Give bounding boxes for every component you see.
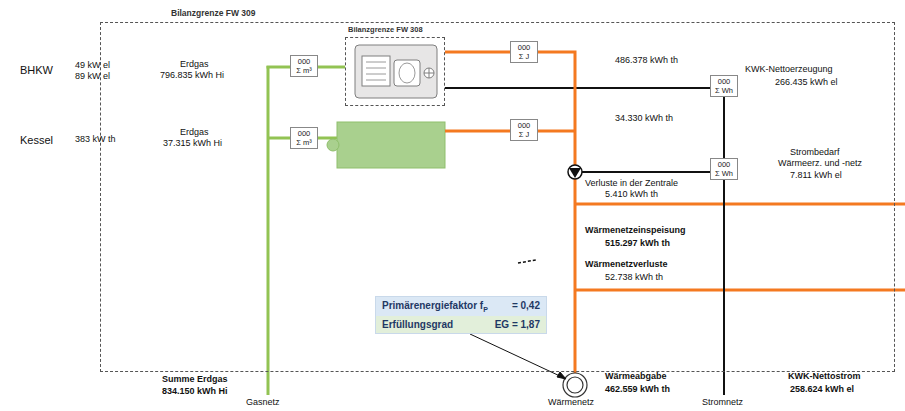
indicator-name: Primärenergiefaktor fP	[382, 300, 488, 313]
flow-label: Kessel	[20, 134, 53, 146]
meter-reading: 000	[294, 57, 314, 66]
meter-unit: Σ J	[514, 130, 534, 139]
flow-label: Erdgas	[180, 60, 209, 70]
leader-arrow	[470, 334, 566, 379]
meter-reading: 000	[514, 43, 534, 52]
flow-label: 258.624 kWh el	[790, 385, 854, 395]
gas-pipe	[267, 66, 291, 69]
boiler-symbol	[337, 122, 445, 168]
chp-unit-symbol	[366, 62, 386, 80]
flow-label: 5.410 kWh th	[605, 190, 658, 200]
flow-label: 89 kW el	[75, 72, 110, 82]
flow-label: 462.559 kWh th	[605, 385, 670, 395]
flow-label: 486.378 kWh th	[615, 56, 678, 66]
meter-box: 000Σ Wh	[710, 158, 738, 180]
meter-reading: 000	[294, 129, 314, 138]
meter-box: 000Σ J	[510, 119, 538, 141]
flow-label: 266.435 kWh el	[775, 78, 838, 88]
gas-pipe	[267, 66, 270, 395]
dash-mark	[518, 260, 536, 263]
boiler-symbol	[327, 122, 445, 168]
flow-label: Strombedarf	[790, 148, 840, 158]
power-line	[723, 88, 725, 395]
flow-label: 7.811 kWh el	[790, 171, 842, 181]
indicator-name: Erfüllungsgrad	[382, 319, 453, 330]
meter-reading: 000	[714, 160, 734, 169]
indicator-value: EG = 1,87	[495, 319, 540, 330]
flow-label: 515.297 kWh th	[605, 239, 670, 249]
meter-unit: Σ m³	[294, 66, 314, 75]
chp-unit-symbol	[355, 45, 437, 98]
indicator-subscript: P	[483, 306, 488, 313]
flow-label: KWK-Nettostrom	[788, 372, 861, 382]
flow-label: 383 kW th	[75, 135, 116, 145]
pump-symbol	[568, 165, 582, 179]
flow-label: Wärmeabgabe	[605, 372, 667, 382]
meter-reading: 000	[514, 121, 534, 130]
chp-unit-symbol	[355, 45, 437, 98]
indicator-row: Erfüllungsgrad EG = 1,87	[376, 316, 546, 333]
flow-connector	[445, 87, 710, 89]
boundary-label: Bilanzgrenze FW 309	[171, 8, 256, 18]
flow-label: KWK-Nettoerzeugung	[745, 65, 833, 75]
meter-box: 000Σ J	[510, 41, 538, 63]
meter-unit: Σ Wh	[714, 169, 734, 178]
gas-pipe	[267, 66, 338, 395]
flow-label: 34.330 kWh th	[615, 114, 673, 124]
chp-unit-symbol	[399, 63, 415, 83]
leader-arrow	[557, 372, 566, 379]
power-line	[582, 88, 724, 395]
heat-network-symbol	[563, 373, 587, 397]
meter-box: 000Σ m³	[290, 55, 318, 77]
heat-pipe	[575, 289, 905, 292]
flow-label: 49 kW el	[75, 61, 110, 71]
indicator-box: Primärenergiefaktor fP = 0,42Erfüllungsgr…	[375, 296, 547, 334]
flow-label: Gasnetz	[246, 398, 280, 408]
meter-box: 000Σ m³	[290, 127, 318, 149]
flow-label: Verluste in der Zentrale	[585, 179, 678, 189]
flow-connector	[318, 66, 345, 69]
pump-symbol	[568, 165, 582, 179]
boundary-label: Bilanzgrenze FW 308	[348, 25, 423, 34]
indicator-name: Primärenergiefaktor f	[382, 300, 483, 311]
meter-unit: Σ Wh	[714, 86, 734, 95]
balance-boundary: Bilanzgrenze FW 308	[345, 37, 445, 106]
meter-reading: 000	[714, 77, 734, 86]
flow-label: 37.315 kWh Hi	[163, 139, 222, 149]
chp-unit-symbol	[424, 68, 434, 78]
flow-label: 796.835 kWh Hi	[160, 71, 224, 81]
flow-label: Wärmenetzeinspeisung	[585, 226, 686, 236]
boiler-symbol	[327, 139, 339, 151]
meter-box: 000Σ Wh	[710, 75, 738, 97]
flow-label: Wärmenetzverluste	[585, 260, 668, 270]
flow-label: 834.150 kWh Hi	[162, 387, 228, 397]
flow-label: Erdgas	[180, 128, 209, 138]
power-line	[582, 171, 724, 173]
flow-label: 52.738 kWh th	[605, 273, 663, 283]
meter-unit: Σ m³	[294, 138, 314, 147]
chp-unit-symbol	[394, 60, 420, 86]
leader-arrow	[470, 334, 562, 377]
indicator-row: Primärenergiefaktor fP = 0,42	[376, 297, 546, 316]
pump-symbol	[569, 168, 581, 178]
heat-network-symbol	[563, 373, 587, 397]
chp-unit-symbol	[362, 56, 390, 86]
heat-pipe	[445, 52, 905, 373]
heat-pipe	[575, 203, 905, 206]
flow-connector	[445, 51, 510, 54]
flow-label: Stromnetz	[702, 398, 743, 408]
meter-unit: Σ J	[514, 52, 534, 61]
flow-label: BHKW	[20, 64, 53, 76]
flow-label: Wärmenetz	[548, 398, 594, 408]
flow-label: Summe Erdgas	[162, 375, 228, 385]
flow-label: Wärmeerz. und -netz	[778, 159, 862, 169]
indicator-value: = 0,42	[512, 300, 540, 313]
chp-unit-symbol	[424, 68, 434, 78]
heat-network-symbol	[567, 377, 583, 393]
